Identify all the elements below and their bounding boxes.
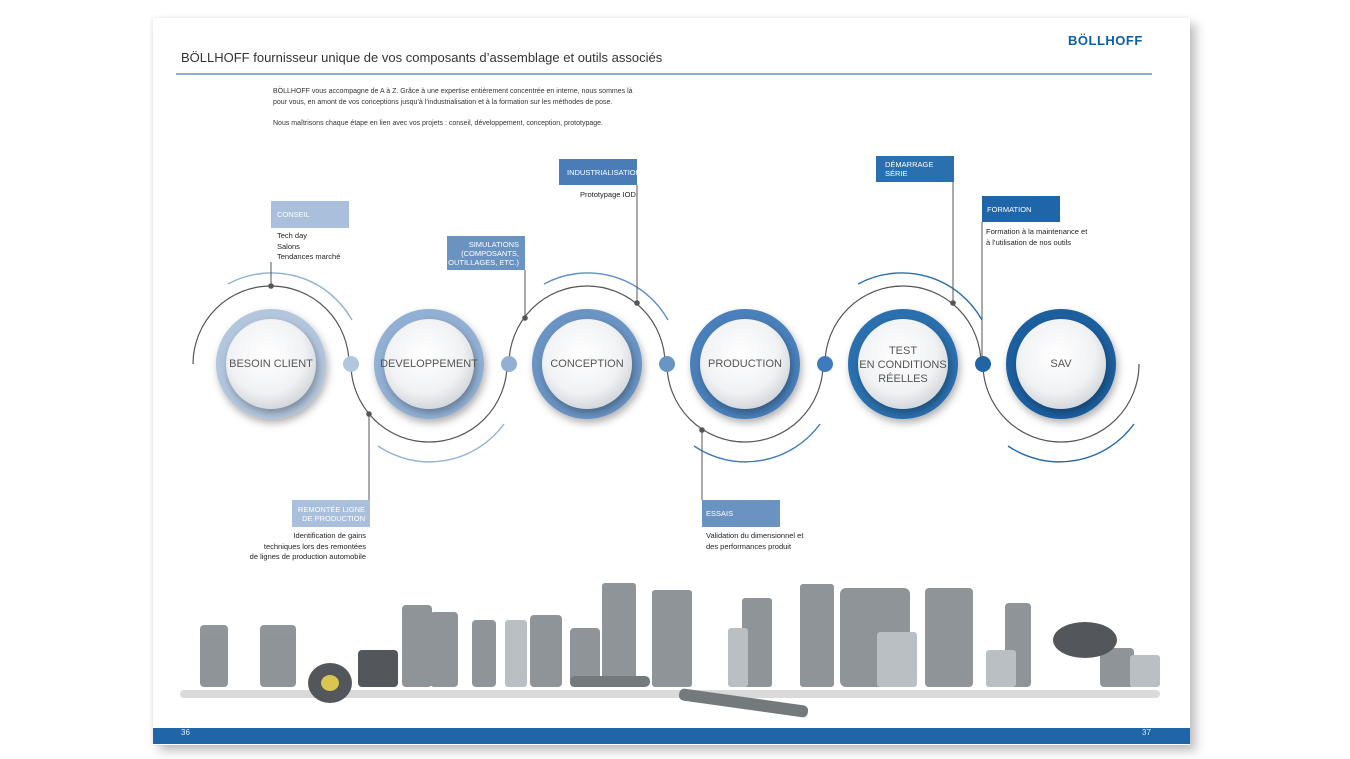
intro-line-1: BÖLLHOFF vous accompagne de A à Z. Grâce… [273,88,633,95]
callout-industrialisation-desc: Prototypage IOD [580,190,636,199]
connector-dot-4 [817,356,833,372]
arc-3 [508,285,666,365]
intro-line-2: pour vous, en amont de vos conceptions j… [273,99,613,106]
callout-essais-label: ESSAIS [702,500,780,527]
connector-dot-1 [343,356,359,372]
arc-2 [350,363,508,443]
callout-conseil-label: CONSEIL [271,201,349,228]
callout-remontee-desc: Identification de gains techniques lors … [249,531,366,561]
title-divider [176,73,1152,75]
page-title: BÖLLHOFF fournisseur unique de vos compo… [181,50,663,65]
intro-line-3: Nous maîtrisons chaque étape en lien ave… [273,120,603,127]
page-number-right: 37 [1142,728,1151,737]
fasteners-photo [180,583,1160,718]
callout-demarrage-label: DÉMARRAGE SÉRIE [876,156,954,182]
step-conception: CONCEPTION [550,358,624,370]
callout-industrialisation-label: INDUSTRIALISATION [559,159,641,185]
callout-remontee-label: REMONTÉE LIGNE DE PRODUCTION [292,500,370,527]
arc-5 [824,285,982,365]
callout-formation-label: FORMATION [982,196,1060,222]
arc-4 [666,363,824,443]
connector-dot-5 [975,356,991,372]
footer-bar [153,728,1190,744]
page-number-left: 36 [181,728,190,737]
step-developpement: DEVELOPPEMENT [380,358,478,370]
callout-simulations-label: SIMULATIONS (COMPOSANTS, OUTILLAGES, ETC… [447,236,525,270]
bollhoff-logo: BÖLLHOFF [1068,33,1143,48]
callout-essais-desc: Validation du dimensionnel et des perfor… [706,531,804,551]
connector-dot-2 [501,356,517,372]
connector-dot-3 [659,356,675,372]
callout-formation-desc: Formation à la maintenance et à l’utilis… [986,227,1088,247]
step-besoin-client: BESOIN CLIENT [229,358,313,370]
step-sav: SAV [1050,358,1072,370]
arc-6 [982,363,1140,443]
callout-conseil-desc: Tech day Salons Tendances marché [277,231,341,261]
step-production: PRODUCTION [708,358,782,370]
step-test: TEST EN CONDITIONS RÉELLES [859,345,947,385]
